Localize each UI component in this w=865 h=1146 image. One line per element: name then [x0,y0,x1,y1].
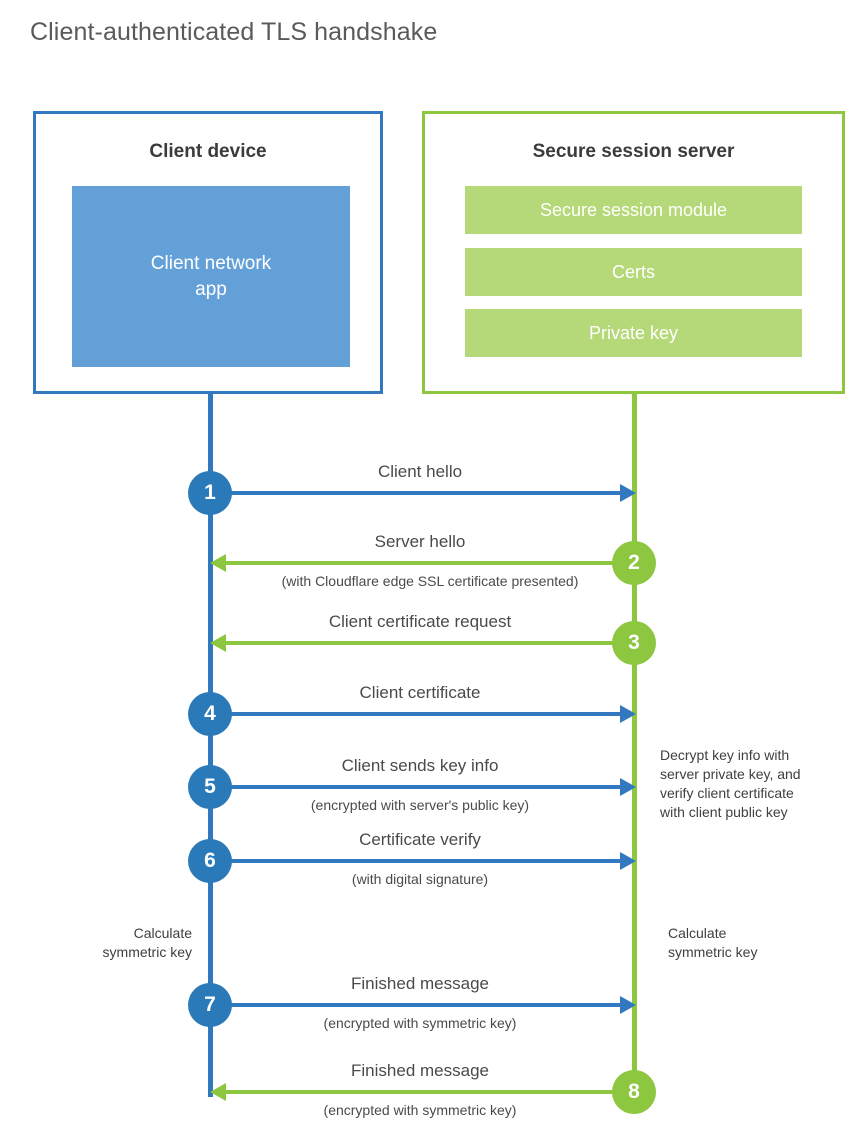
step-1-circle[interactable]: 1 [188,471,232,515]
step-5-label: Client sends key info [341,756,499,775]
note-calc-server-line1: Calculate [668,925,727,941]
step-4-number: 4 [204,702,216,725]
step-6-number: 6 [204,849,216,872]
step-5-circle[interactable]: 5 [188,765,232,809]
note-decrypt-key-info: Decrypt key info with server private key… [660,746,840,822]
step-3-circle[interactable]: 3 [612,621,656,665]
client-network-app-label-line2: app [195,278,227,300]
note-calculate-symmetric-key-client: Calculate symmetric key [24,924,192,962]
secure-session-server-title: Secure session server [532,141,735,162]
page-title: Client-authenticated TLS handshake [30,18,438,46]
step-6-sublabel: (with digital signature) [351,871,489,887]
step-8-number: 8 [628,1080,640,1103]
step-4-label: Client certificate [359,683,481,702]
step-8-arrow-line [226,1090,626,1094]
client-network-app-label-line1: Client network [150,252,272,274]
step-3-arrow-line [226,641,626,645]
client-device-title: Client device [149,141,267,162]
step-4-circle[interactable]: 4 [188,692,232,736]
note-decrypt-line2: server private key, and [660,766,801,782]
step-2-sublabel: (with Cloudflare edge SSL certificate pr… [281,573,579,589]
server-module-certs: Certs [465,248,802,296]
step-3-arrow-head-left-icon [210,634,226,652]
step-7-number: 7 [204,993,216,1016]
server-module-secure-session-module: Secure session module [465,186,802,234]
note-decrypt-line1: Decrypt key info with [660,747,790,763]
client-device-box: Client device Client network app [33,111,383,394]
step-2-number: 2 [628,551,640,574]
step-6-arrow-head-right-icon [620,852,636,870]
step-1-number: 1 [204,481,216,504]
secure-session-server-box: Secure session server Secure session mod… [422,111,845,394]
step-2-circle[interactable]: 2 [612,541,656,585]
step-5-arrow-head-right-icon [620,778,636,796]
step-3-label: Client certificate request [328,612,512,631]
step-2-label: Server hello [374,532,466,551]
step-6-circle[interactable]: 6 [188,839,232,883]
step-8-arrow-head-left-icon [210,1083,226,1101]
step-7-sublabel: (encrypted with symmetric key) [323,1015,517,1031]
step-8-sublabel: (encrypted with symmetric key) [323,1102,517,1118]
note-calculate-symmetric-key-server: Calculate symmetric key [668,924,836,962]
step-1-arrow-head-right-icon [620,484,636,502]
note-calc-client-line2: symmetric key [102,944,192,960]
step-3-number: 3 [628,631,640,654]
step-6-label: Certificate verify [359,830,481,849]
server-lifeline [632,392,637,1092]
step-2-arrow-head-left-icon [210,554,226,572]
note-decrypt-line3: verify client certificate [660,785,794,801]
step-7-label: Finished message [351,974,489,993]
client-network-app-label: Client network app [151,251,271,303]
step-5-arrow-line [210,785,622,789]
step-4-arrow-line [210,712,622,716]
step-6-arrow-line [210,859,622,863]
step-8-label: Finished message [351,1061,489,1080]
server-module-private-key: Private key [465,309,802,357]
step-7-circle[interactable]: 7 [188,983,232,1027]
step-5-sublabel: (encrypted with server's public key) [310,797,530,813]
step-8-circle[interactable]: 8 [612,1070,656,1114]
step-7-arrow-head-right-icon [620,996,636,1014]
step-7-arrow-line [210,1003,622,1007]
step-5-number: 5 [204,775,216,798]
client-lifeline [208,392,213,1097]
note-calc-client-line1: Calculate [133,925,192,941]
client-network-app-block: Client network app [72,186,350,367]
step-1-label: Client hello [377,462,463,481]
step-1-arrow-line [210,491,622,495]
note-calc-server-line2: symmetric key [668,944,758,960]
step-2-arrow-line [226,561,626,565]
step-4-arrow-head-right-icon [620,705,636,723]
note-decrypt-line4: with client public key [660,804,788,820]
